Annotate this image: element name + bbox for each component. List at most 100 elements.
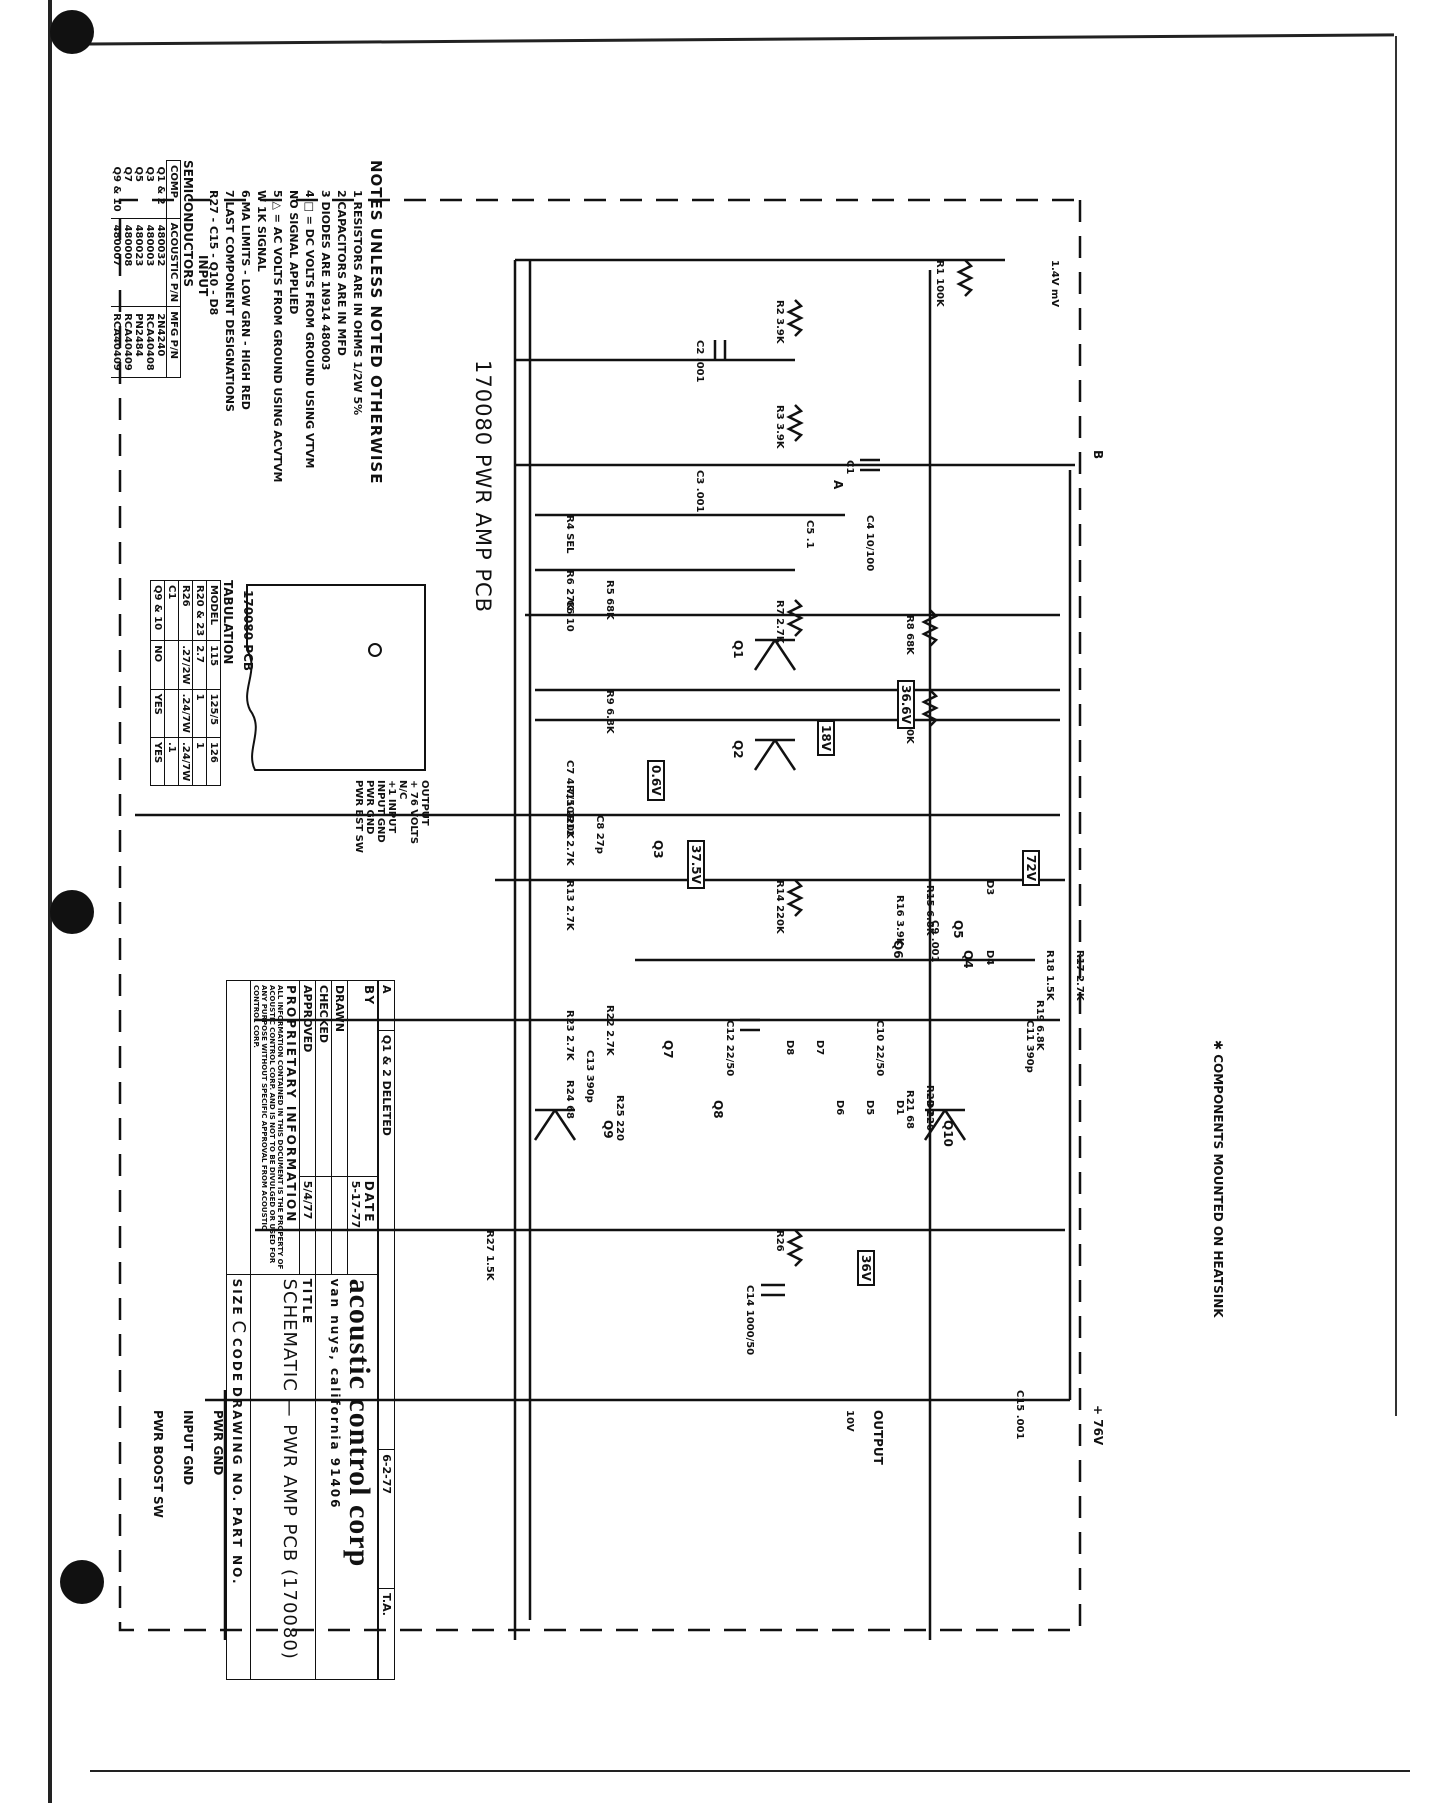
- capacitor-label: C1: [844, 460, 855, 475]
- board-title: 170080 PWR AMP PCB: [471, 360, 495, 614]
- page-bottom-border: [90, 1770, 1410, 1772]
- board-boundary: [118, 198, 1082, 1632]
- table-cell: 480007: [111, 218, 122, 307]
- title-block-grid: BY DATE 5-17-77 acoustic control corp va…: [226, 980, 378, 1680]
- resistor-label: R26: [774, 1230, 785, 1252]
- table-cell: R26: [178, 580, 193, 641]
- capacitor-label: C11 390p: [1024, 1020, 1035, 1073]
- table-cell: 2N4240: [155, 306, 167, 378]
- port-pwr-gnd: PWR GND: [211, 1410, 225, 1476]
- resistor-label: R16 3.9K: [894, 895, 905, 946]
- table-cell: NO: [150, 640, 165, 690]
- node-a: A: [831, 480, 845, 490]
- size-label: SIZE: [230, 1278, 244, 1317]
- binder-hole-2: [50, 890, 94, 934]
- date-label: DATE: [362, 1180, 376, 1224]
- title-label: TITLE: [300, 1278, 314, 1326]
- pcb-pin: PWR BST SW: [353, 780, 364, 853]
- signal-output-level: 10V: [844, 1410, 855, 1432]
- resistor-label: R7 2.7K: [774, 600, 785, 644]
- table-header: MFG P/N: [166, 306, 181, 378]
- resistor-label: R9 6.8K: [604, 690, 615, 734]
- table-cell: RCA40409: [111, 306, 122, 378]
- tabulation-title: TABULATION: [221, 580, 235, 665]
- r7-symbol: [786, 599, 804, 637]
- capacitor-label: C2 .001: [694, 340, 705, 383]
- table-header: 126: [206, 737, 221, 786]
- resistor-label: R21 68: [904, 1090, 915, 1130]
- drawn-date: 5-17-77: [349, 1180, 362, 1229]
- drawing-no-label: DRAWING NO.: [230, 1386, 244, 1504]
- capacitor-label: C6 10: [564, 600, 575, 632]
- wiring-diagram: [118, 198, 1082, 1640]
- binder-hole-1: [50, 10, 94, 54]
- table-cell: C1: [164, 580, 179, 641]
- resistor-label: R5 68K: [604, 580, 615, 620]
- port-input-gnd: INPUT GND: [181, 1410, 195, 1486]
- revision-table: A Q1 & 2 DELETED 6-2-77 T.A.: [378, 980, 395, 1680]
- revision-letter: A: [378, 980, 395, 1031]
- voltage-test-point: 18V: [817, 720, 835, 756]
- size-value: C: [228, 1320, 249, 1335]
- voltage-test-point: 36V: [857, 1250, 875, 1286]
- heatsink-note: ✱ COMPONENTS MOUNTED ON HEATSINK: [1211, 1040, 1225, 1318]
- note-line: R27 - C15 - Q10 - D8: [207, 190, 220, 316]
- pcb-pin: + 76 VOLTS: [408, 780, 419, 845]
- port-output: OUTPUT: [871, 1410, 885, 1465]
- pcb-pin: PWR GND: [364, 780, 375, 835]
- table-cell: YES: [150, 737, 165, 786]
- transistor-label: Q9: [601, 1120, 615, 1139]
- capacitor-label: C7 4.7/50: [564, 760, 575, 814]
- r8-symbol: [921, 609, 939, 647]
- page-right-border: [1395, 36, 1397, 1416]
- notes-list: 1 RESISTORS ARE IN OHMS 1/2W 5%2 CAPACIT…: [205, 190, 365, 482]
- table-cell: 480003: [144, 218, 155, 307]
- diode-label: D3: [984, 880, 995, 896]
- transistor-label: Q5: [951, 920, 965, 939]
- notes-title: NOTES UNLESS NOTED OTHERWISE: [367, 160, 385, 485]
- pcb-pin: INPUT GND: [375, 780, 386, 843]
- voltage-test-point: 37.5V: [687, 840, 705, 889]
- capacitor-label: C8 27p: [594, 815, 605, 854]
- q9-symbol: [533, 1108, 577, 1141]
- port-pwr-boost-sw: PWR BOOST SW: [151, 1410, 165, 1518]
- r1-symbol: [956, 259, 974, 297]
- page-left-edge: [48, 0, 52, 1803]
- revision-description: Q1 & 2 DELETED: [378, 1030, 395, 1450]
- note-line: 1 RESISTORS ARE IN OHMS 1/2W 5%: [351, 190, 364, 416]
- diode-label: D5: [864, 1100, 875, 1116]
- page-top-border: [68, 33, 1394, 46]
- binder-hole-3: [60, 1560, 104, 1604]
- proprietary-label: PROPRIETARY INFORMATION: [284, 985, 298, 1224]
- table-row: R26.27/2W.24/7W.24/7W: [178, 580, 193, 786]
- resistor-label: R13 2.7K: [564, 880, 575, 931]
- table-row: C1.1: [164, 580, 179, 786]
- note-line: 4 □ = DC VOLTS FROM GROUND USING VTVM: [303, 190, 316, 469]
- proprietary-text: ALL INFORMATION CONTAINED IN THIS DOCUME…: [252, 985, 284, 1270]
- transistor-label: Q3: [651, 840, 665, 859]
- table-header: 125/5: [206, 689, 221, 738]
- pcb-outline: [246, 584, 426, 771]
- note-line: 2 CAPACITORS ARE IN MFD: [335, 190, 348, 356]
- approved-label: APPROVED: [299, 980, 316, 1177]
- capacitor-label: C9 .001: [929, 920, 940, 963]
- company-location: van nuys, california 91406: [328, 1278, 342, 1510]
- pcb-label: 170080 PCB: [241, 590, 255, 672]
- code-label: CODE: [230, 1337, 244, 1384]
- resistor-label: R18 1.5K: [1044, 950, 1055, 1001]
- resistor-label: R2 3.9K: [774, 300, 785, 344]
- table-cell: Q1 & 2: [155, 160, 167, 219]
- pcb-pin: +1 INPUT: [386, 780, 397, 834]
- table-header: ACOUSTIC P/N: [166, 218, 181, 307]
- by-label: BY: [362, 985, 376, 1007]
- table-cell: 480023: [133, 218, 144, 307]
- port-plus-76v: + 76V: [1091, 1405, 1105, 1446]
- diode-label: D8: [784, 1040, 795, 1056]
- capacitor-label: C12 22/50: [724, 1020, 735, 1077]
- pcb-pin: N/C: [397, 780, 408, 800]
